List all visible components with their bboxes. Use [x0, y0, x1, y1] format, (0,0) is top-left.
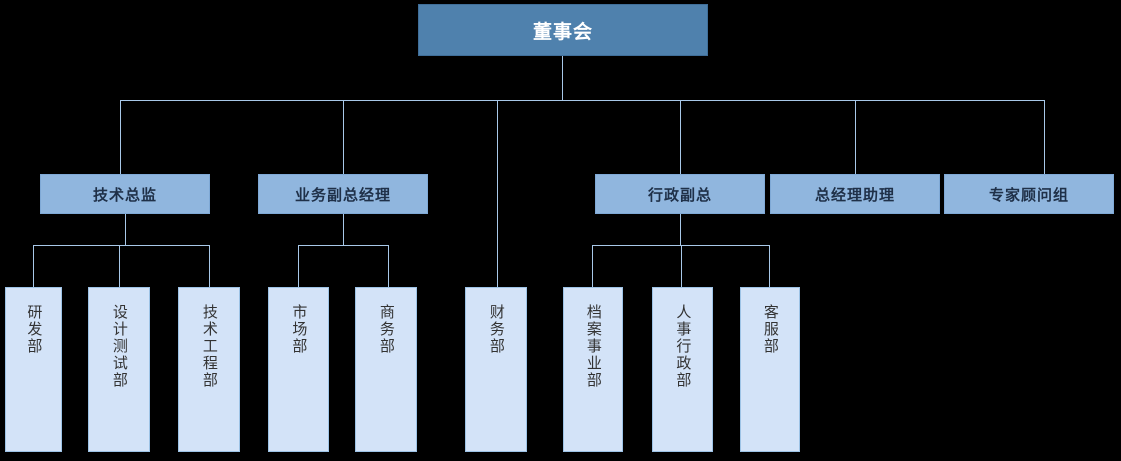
node-label: 设计测试部	[110, 304, 128, 389]
node-commerce-dept[interactable]: 商务部	[355, 287, 417, 452]
node-hr-admin-dept[interactable]: 人事行政部	[652, 287, 713, 452]
node-customer-service-dept[interactable]: 客服部	[740, 287, 800, 452]
node-label: 技术总监	[92, 186, 157, 204]
connector-board-drop	[562, 56, 563, 100]
node-marketing-dept[interactable]: 市场部	[268, 287, 329, 452]
node-archives-dept[interactable]: 档案事业部	[563, 287, 623, 452]
node-label: 商务部	[377, 304, 395, 355]
connector-tech-director-bus	[33, 245, 210, 246]
connector-drop-archives-dept	[592, 245, 593, 287]
node-business-vice-gm[interactable]: 业务副总经理	[258, 174, 428, 214]
node-expert-advisory-group[interactable]: 专家顾问组	[944, 174, 1114, 214]
node-label: 董事会	[532, 21, 593, 43]
connector-drop-gm-assistant	[855, 100, 856, 174]
node-label: 业务副总经理	[294, 186, 391, 204]
node-board-of-directors[interactable]: 董事会	[418, 4, 708, 56]
connector-drop-tech-director	[120, 100, 121, 174]
node-finance-dept[interactable]: 财务部	[465, 287, 527, 452]
node-label: 技术工程部	[200, 304, 218, 389]
connector-drop-finance-dept	[497, 100, 498, 287]
connector-business-vgm-bus	[298, 245, 389, 246]
node-tech-engineering-dept[interactable]: 技术工程部	[178, 287, 240, 452]
node-admin-vice-president[interactable]: 行政副总	[595, 174, 765, 214]
connector-drop-marketing-dept	[298, 245, 299, 287]
connector-drop-business-vgm	[343, 100, 344, 174]
connector-drop-expert-group	[1044, 100, 1045, 174]
connector-drop-customer-service-dept	[769, 245, 770, 287]
node-label: 档案事业部	[584, 304, 602, 389]
connector-drop-design-test-dept	[119, 245, 120, 287]
connector-drop-commerce-dept	[388, 245, 389, 287]
node-label: 专家顾问组	[988, 186, 1069, 204]
node-label: 人事行政部	[674, 304, 692, 389]
node-label: 财务部	[487, 304, 505, 355]
connector-level1-bus	[120, 100, 1045, 101]
node-label: 客服部	[761, 304, 779, 355]
connector-admin-vp-stem	[680, 214, 681, 245]
connector-drop-tech-engineering-dept	[209, 245, 210, 287]
node-tech-director[interactable]: 技术总监	[40, 174, 210, 214]
node-label: 行政副总	[647, 186, 712, 204]
node-label: 市场部	[290, 304, 308, 355]
node-rd-dept[interactable]: 研发部	[5, 287, 62, 452]
connector-drop-hr-admin-dept	[681, 245, 682, 287]
connector-drop-rd-dept	[33, 245, 34, 287]
connector-business-vgm-stem	[343, 214, 344, 245]
connector-tech-director-stem	[125, 214, 126, 245]
node-design-test-dept[interactable]: 设计测试部	[88, 287, 150, 452]
connector-drop-admin-vp	[680, 100, 681, 174]
node-gm-assistant[interactable]: 总经理助理	[770, 174, 940, 214]
node-label: 研发部	[25, 304, 43, 355]
node-label: 总经理助理	[814, 186, 895, 204]
